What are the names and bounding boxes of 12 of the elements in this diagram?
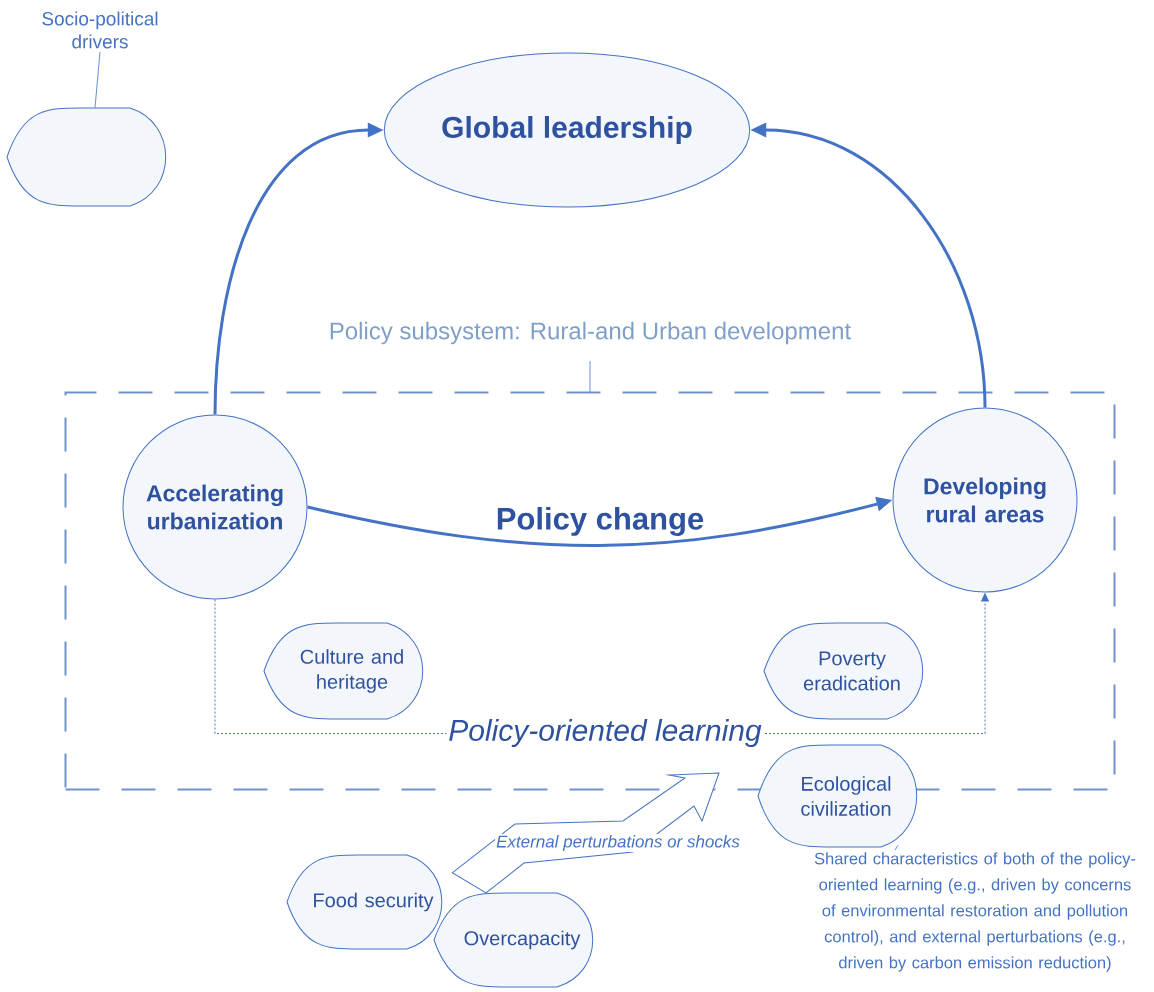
ellipse-node: Global leadership	[383, 52, 751, 208]
note-text: Shared characteristics of both of the policy-oriented learning (e.g., driven by concerns of environmental restoration and pollution control), and external perturbations (e.g., driven by carbon emission reduction)	[814, 852, 1136, 972]
circle-node: Accelerating urbanization	[122, 414, 308, 600]
node-label: Policy subsystem: Rural-and Urban development	[330, 321, 851, 345]
edge-label: External perturbations or shocks	[495, 834, 741, 852]
leader-line	[94, 51, 101, 109]
leader-line	[894, 844, 899, 851]
edge-label: Policy-oriented learning	[446, 717, 764, 749]
circle-node: Developing rural areas	[892, 407, 1078, 593]
leaf-shape	[6, 107, 167, 207]
edge-label: Policy change	[497, 506, 704, 536]
callout-text: Socio-political drivers	[42, 11, 158, 49]
